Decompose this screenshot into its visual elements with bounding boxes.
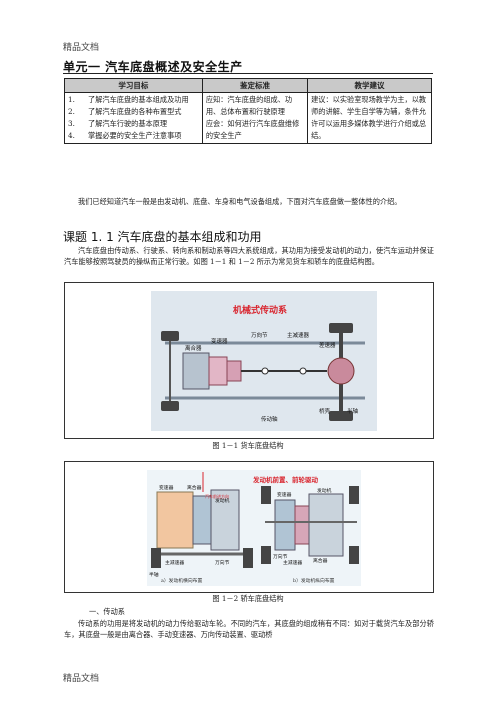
- fig1-label: 主减速器: [287, 331, 310, 339]
- objectives-cell: 1.了解汽车底盘的基本组成及功用 2.了解汽车底盘的各种布置型式 3.了解汽车行…: [64, 92, 203, 144]
- fig2-left-label: 万向节: [215, 559, 230, 566]
- lesson-paragraph: 汽车底盘由传动系、行驶系、转向系和制动系等四大系统组成，其功用为接受发动机的动力…: [64, 246, 434, 266]
- objective-item: 2.了解汽车底盘的各种布置型式: [68, 107, 182, 116]
- fig2-banner: 发动机前置、前轮驱动: [252, 475, 319, 484]
- truck-chassis-diagram: 机械式传动系 离合器 变速器 万向节 主减速器 差速器 传动轴 桥壳 半轴: [151, 291, 377, 431]
- intro-paragraph: 我们已经知道汽车一般是由发动机、底盘、车身和电气设备组成，下面对汽车底盘做一整体…: [78, 197, 402, 206]
- objective-item: 4.掌握必要的安全生产注意事项: [68, 131, 182, 140]
- criteria-cell: 应知：汽车底盘的组成、功用、总体布置和行驶原理 应会：如何进行汽车底盘维修的安全…: [201, 92, 309, 144]
- fig2-left-label: 变速器: [159, 484, 174, 491]
- fig2-sub-b: b）发动机纵向布置: [293, 577, 335, 584]
- lesson-title: 课题 1. 1 汽车底盘的基本组成和功用: [63, 230, 262, 244]
- fig2-left-label: 半轴: [149, 571, 159, 578]
- table-header-criteria: 鉴定标准: [201, 78, 309, 93]
- unit-title: 单元一 汽车底盘概述及安全生产: [63, 60, 243, 74]
- fig2-right-label: 主减速器: [283, 559, 302, 566]
- section-heading: 一、传动系: [89, 607, 125, 616]
- fig1-label: 万向节: [251, 331, 268, 339]
- fig1-label: 传动轴: [261, 415, 278, 423]
- fig2-left-label: 汽车前进方向: [205, 493, 229, 499]
- fig2-left-label: 主减速器: [165, 559, 184, 566]
- fig2-right-label: 发动机: [317, 487, 332, 494]
- fig2-left-label: 离合器: [187, 484, 202, 491]
- suggestion-cell: 建议：以实验室现场教学为主，以教师的讲解、学生自学等为辅，条件允许可以运用多媒体…: [307, 92, 432, 144]
- car-chassis-diagram: 发动机前置、前轮驱动 变速器 离合器 发动机 汽车前进方向 半轴 主减速器 万向…: [147, 470, 361, 586]
- page-footer: 精品文档: [63, 674, 100, 684]
- fig2-sub-a: a）发动机横向布置: [161, 577, 202, 584]
- fig2-right-label: 万向节: [273, 553, 288, 560]
- fig2-left-label: 发动机: [215, 497, 230, 504]
- fig1-label: 变速器: [211, 337, 228, 345]
- fig1-label: 半轴: [347, 407, 359, 415]
- table-header-suggestion: 教学建议: [307, 78, 432, 93]
- objectives-table: 学习目标 鉴定标准 教学建议 1.了解汽车底盘的基本组成及功用 2.了解汽车底盘…: [64, 78, 432, 144]
- figure-truck-chassis: 机械式传动系 离合器 变速器 万向节 主减速器 差速器 传动轴 桥壳 半轴: [64, 282, 434, 439]
- fig1-label: 差速器: [319, 341, 336, 349]
- fig1-label: 桥壳: [319, 407, 331, 415]
- figure2-caption: 图 1－2 轿车底盘结构: [212, 594, 284, 603]
- figure-car-chassis: 发动机前置、前轮驱动 变速器 离合器 发动机 汽车前进方向 半轴 主减速器 万向…: [64, 461, 434, 593]
- title-rule: [63, 73, 433, 74]
- figure1-caption: 图 1－1 货车底盘结构: [212, 441, 284, 450]
- fig1-label: 离合器: [185, 344, 202, 352]
- page-header: 精品文档: [63, 43, 100, 53]
- fig2-right-label: 离合器: [313, 557, 328, 564]
- objective-item: 3.了解汽车行驶的基本原理: [68, 119, 168, 128]
- table-header-objectives: 学习目标: [64, 78, 203, 93]
- section-paragraph: 传动系的功用是将发动机的动力传给驱动车轮。不同的汽车，其底盘的组成稍有不同：如对…: [64, 619, 434, 639]
- fig1-banner: 机械式传动系: [233, 304, 287, 316]
- fig2-right-label: 变速器: [277, 491, 292, 498]
- objective-item: 1.了解汽车底盘的基本组成及功用: [68, 95, 189, 104]
